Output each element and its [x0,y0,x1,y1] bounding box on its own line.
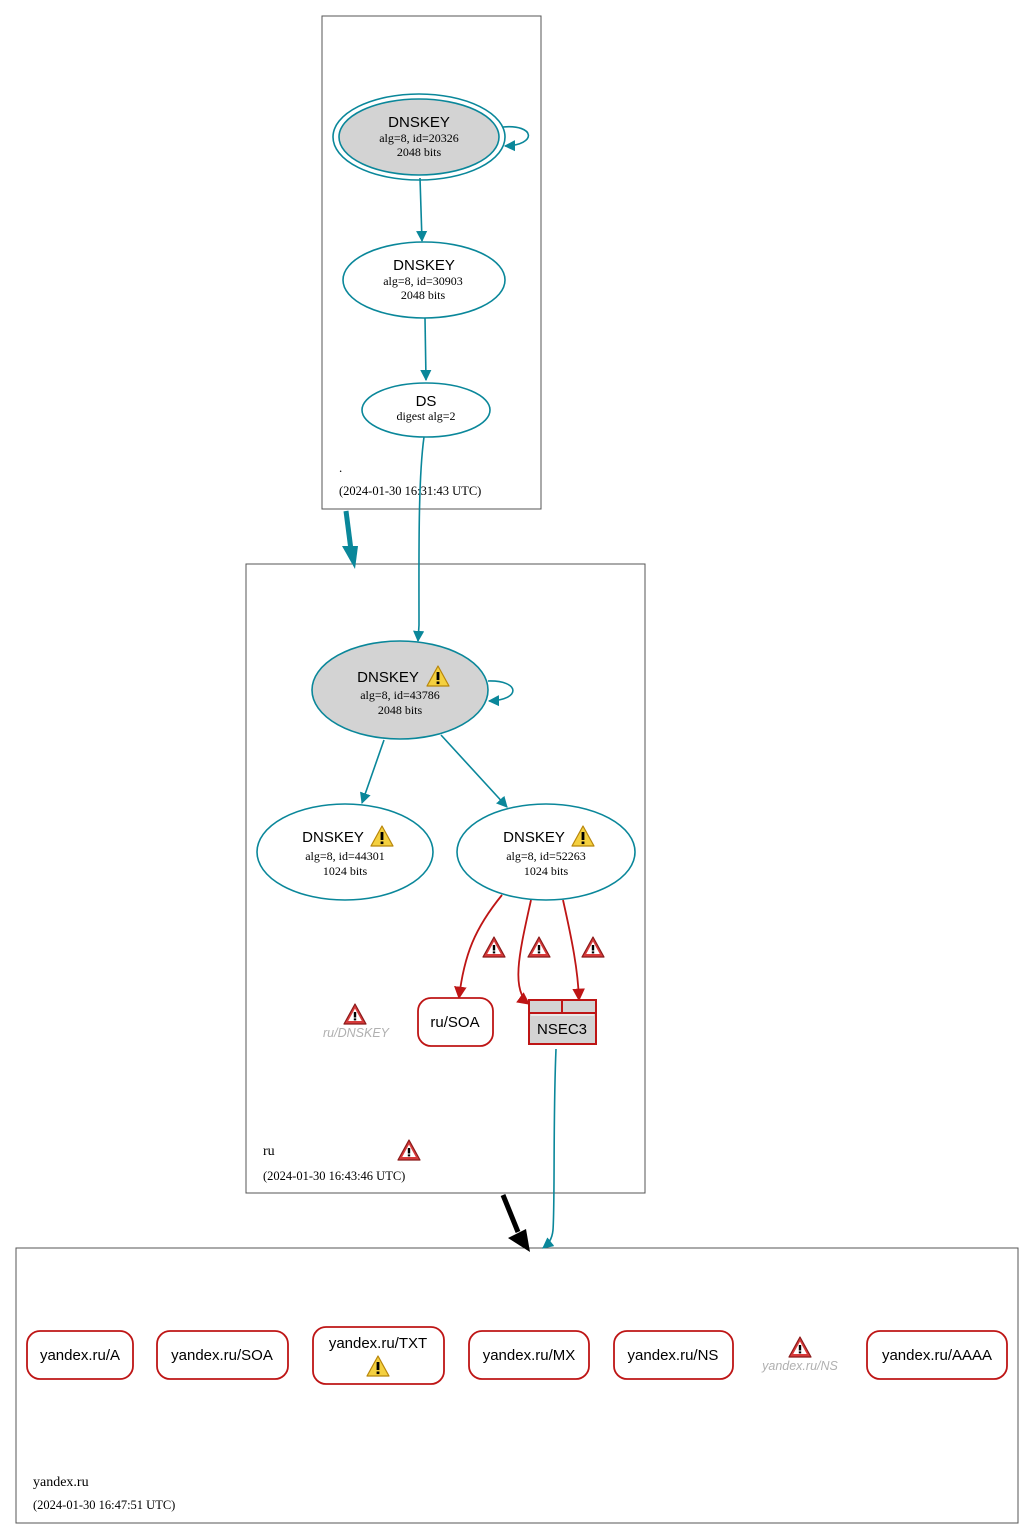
edge-zsk2-to-nsec3-b [562,899,585,1002]
record-label: yandex.ru/A [40,1347,120,1364]
zone-ru-name: ru [263,1144,275,1159]
edge-zsk2-to-nsec3-a [516,899,532,1005]
node-detail: alg=8, id=30903 [383,274,463,288]
zone-ru-error-icon [397,1139,421,1161]
node-title: DNSKEY [357,669,419,686]
ru-ksk-dnskey-node[interactable]: DNSKEY alg=8, id=43786 2048 bits [311,640,489,740]
ru-nsec3-node[interactable]: NSEC3 [528,999,597,1045]
node-detail: 2048 bits [401,288,446,302]
zone-yandex-name: yandex.ru [33,1475,89,1490]
node-title: ru/SOA [430,1014,479,1031]
error-icon [788,1336,812,1358]
record-label: yandex.ru/NS [628,1347,719,1364]
ru-zsk-dnskey-44301-node[interactable]: DNSKEY alg=8, id=44301 1024 bits [256,803,434,901]
error-icon [343,1003,367,1025]
record-label: yandex.ru/TXT [329,1335,427,1352]
edge-ds-to-ru-ksk [413,436,425,643]
root-zsk-dnskey-node[interactable]: DNSKEY alg=8, id=30903 2048 bits [342,241,506,319]
node-detail: digest alg=2 [396,409,455,423]
root-ds-node[interactable]: DS digest alg=2 [361,382,491,438]
node-detail: alg=8, id=52263 [506,849,586,863]
node-title: DNSKEY [388,114,450,131]
record-label: yandex.ru/SOA [171,1347,273,1364]
edge-ru-ksk-to-zsk2 [440,734,508,808]
ru-dnskey-ghost-node[interactable]: ru/DNSKEY [323,1003,391,1040]
yandex-txt-record-node[interactable]: yandex.ru/TXT [312,1326,445,1385]
node-title: NSEC3 [537,1021,587,1038]
node-title: DNSKEY [503,829,565,846]
ru-zsk-dnskey-52263-node[interactable]: DNSKEY alg=8, id=52263 1024 bits [456,803,636,901]
ru-soa-node[interactable]: ru/SOA [417,997,494,1047]
edge-error-icon [581,936,605,958]
yandex-ns-ghost-node[interactable]: yandex.ru/NS [761,1336,839,1373]
edge-ru-ksk-self [487,680,514,707]
yandex-aaaa-record-node[interactable]: yandex.ru/AAAA [866,1330,1008,1380]
delegation-ru-to-yandex [500,1194,530,1252]
node-detail: alg=8, id=20326 [379,131,459,145]
edge-ru-ksk-to-zsk1 [360,739,385,805]
edge-zsk2-to-soa [454,894,503,1000]
delegation-root-to-ru [342,510,358,569]
edge-error-icon [482,936,506,958]
edge-error-icon [527,936,551,958]
zone-root-timestamp: (2024-01-30 16:31:43 UTC) [339,484,481,498]
zone-ru-box [245,563,646,1194]
zone-root-name: . [339,460,342,475]
edge-root-ksk-self [502,125,530,152]
node-detail: 1024 bits [524,864,569,878]
zone-ru-timestamp: (2024-01-30 16:43:46 UTC) [263,1169,405,1183]
record-label: yandex.ru/AAAA [882,1347,992,1364]
node-detail: 2048 bits [378,703,423,717]
yandex-soa-record-node[interactable]: yandex.ru/SOA [156,1330,289,1380]
node-detail: 2048 bits [397,145,442,159]
node-title: DNSKEY [302,829,364,846]
edge-nsec3-to-yandex [542,1048,557,1249]
record-label: yandex.ru/MX [483,1347,576,1364]
ghost-label: ru/DNSKEY [323,1026,391,1040]
ghost-label: yandex.ru/NS [761,1359,838,1373]
zone-yandex-timestamp: (2024-01-30 16:47:51 UTC) [33,1498,175,1512]
node-detail: 1024 bits [323,864,368,878]
zone-yandex-box [15,1247,1019,1524]
zone-root-box [321,15,542,510]
edge-root-ksk-to-zsk [416,177,428,243]
root-ksk-dnskey-node[interactable]: DNSKEY alg=8, id=20326 2048 bits [332,93,506,181]
edge-root-zsk-to-ds [420,317,432,382]
yandex-ns-record-node[interactable]: yandex.ru/NS [613,1330,734,1380]
node-detail: alg=8, id=44301 [305,849,385,863]
node-title: DNSKEY [393,257,455,274]
node-detail: alg=8, id=43786 [360,688,440,702]
yandex-a-record-node[interactable]: yandex.ru/A [26,1330,134,1380]
node-title: DS [416,393,437,410]
yandex-mx-record-node[interactable]: yandex.ru/MX [468,1330,590,1380]
